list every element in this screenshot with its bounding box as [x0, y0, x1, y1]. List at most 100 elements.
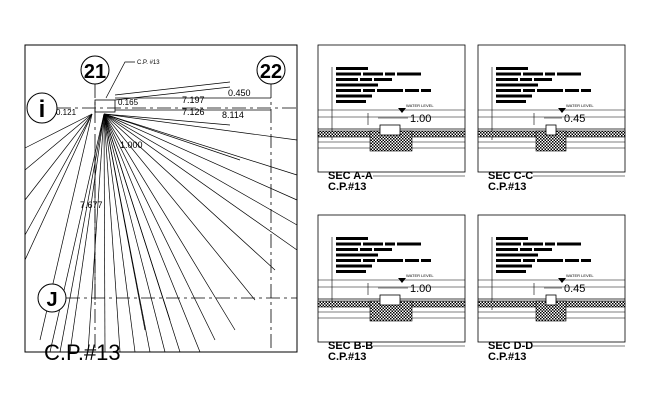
section-subtitle: C.P.#13	[488, 351, 526, 363]
section-title: SEC D-D	[488, 340, 533, 352]
note-text-bar	[496, 72, 521, 76]
callout-label: C.P. #13	[137, 60, 160, 66]
survey-ray	[103, 113, 298, 251]
note-text-bar	[520, 78, 532, 81]
note-text-bar	[557, 72, 581, 76]
survey-ray	[24, 113, 93, 149]
survey-ray	[24, 113, 93, 236]
note-text-bar	[581, 89, 591, 92]
note-text-bar	[496, 89, 521, 92]
note-text-bar	[581, 259, 591, 262]
survey-ray	[103, 113, 166, 353]
note-text-bar	[336, 89, 361, 92]
note-text-bar	[336, 100, 366, 103]
note-text-bar	[421, 89, 431, 92]
survey-ray	[24, 113, 93, 261]
survey-ray	[103, 113, 256, 301]
note-text-bar	[523, 72, 543, 76]
survey-ray	[87, 113, 105, 353]
pit-chamber	[545, 294, 557, 306]
note-text-bar	[397, 242, 421, 246]
water-level-label: WATER LEVEL	[566, 273, 594, 278]
plan-frame	[24, 44, 298, 353]
dim-label: 1.000	[120, 140, 143, 150]
note-text-bar	[336, 270, 366, 273]
note-text-bar	[360, 78, 372, 81]
survey-ray	[103, 113, 146, 331]
plan-view: 21 22 i J C.P. #13 0.121 0.165 7.197 0.4…	[24, 44, 298, 365]
note-text-bar	[496, 248, 518, 251]
note-text-bar	[565, 89, 579, 92]
note-text-bar	[565, 259, 579, 262]
note-text-bar	[520, 248, 532, 251]
note-text-bar	[377, 89, 403, 92]
section-dimension: 0.45	[564, 113, 585, 125]
note-text-bar	[405, 259, 419, 262]
note-text-bar	[537, 259, 563, 262]
survey-ray	[103, 113, 298, 141]
bubble-j: J	[37, 283, 67, 313]
note-text-bar	[496, 94, 532, 98]
bubble-i: i	[26, 92, 58, 124]
note-text-bar	[363, 242, 383, 246]
note-text-bar	[336, 67, 368, 70]
section-dimension: 0.45	[564, 283, 585, 295]
note-text-bar	[421, 259, 431, 262]
note-text-bar	[496, 78, 518, 81]
water-level-label: WATER LEVEL	[406, 273, 434, 278]
bubble-22-label: 22	[260, 61, 282, 83]
bubble-21: 21	[80, 55, 110, 85]
note-text-bar	[523, 259, 535, 262]
dim-label: 7.677	[80, 200, 103, 210]
note-text-bar	[405, 89, 419, 92]
note-text-bar	[523, 242, 543, 246]
note-text-bar	[385, 72, 395, 76]
note-text-bar	[557, 242, 581, 246]
note-text-bar	[363, 89, 375, 92]
note-text-bar	[496, 100, 526, 103]
note-text-bar	[377, 259, 403, 262]
water-level-label: WATER LEVEL	[406, 103, 434, 108]
note-text-bar	[496, 242, 521, 246]
catch-pit-outline	[94, 99, 116, 113]
note-text-bar	[363, 259, 375, 262]
note-text-bar	[545, 242, 555, 246]
dim-label: 8.114	[222, 110, 244, 120]
note-text-bar	[496, 270, 526, 273]
note-text-bar	[363, 72, 383, 76]
survey-ray	[103, 113, 121, 353]
bubble-22: 22	[256, 55, 286, 85]
note-text-bar	[496, 237, 528, 240]
survey-ray	[103, 113, 241, 161]
note-text-bar	[397, 72, 421, 76]
note-text-bar	[537, 89, 563, 92]
survey-ray	[103, 113, 236, 331]
note-text-bar	[534, 78, 552, 81]
section-subtitle: C.P.#13	[328, 351, 366, 363]
water-level-label: WATER LEVEL	[566, 103, 594, 108]
note-text-bar	[374, 248, 392, 251]
note-text-bar	[336, 264, 372, 268]
note-text-bar	[374, 78, 392, 81]
survey-ray	[103, 113, 231, 126]
note-text-bar	[336, 83, 378, 87]
survey-ray	[59, 113, 105, 353]
note-text-bar	[336, 259, 361, 262]
note-text-bar	[336, 72, 361, 76]
note-text-bar	[545, 72, 555, 76]
dim-label: 7.197	[182, 95, 205, 105]
survey-ray	[103, 113, 136, 353]
survey-ray	[103, 113, 298, 176]
note-text-bar	[385, 242, 395, 246]
survey-ray	[103, 113, 106, 353]
survey-ray	[103, 113, 216, 341]
section-subtitle: C.P.#13	[488, 181, 526, 193]
note-text-bar	[496, 253, 538, 257]
section-subtitle: C.P.#13	[328, 181, 366, 193]
dim-label: 0.450	[228, 88, 251, 98]
